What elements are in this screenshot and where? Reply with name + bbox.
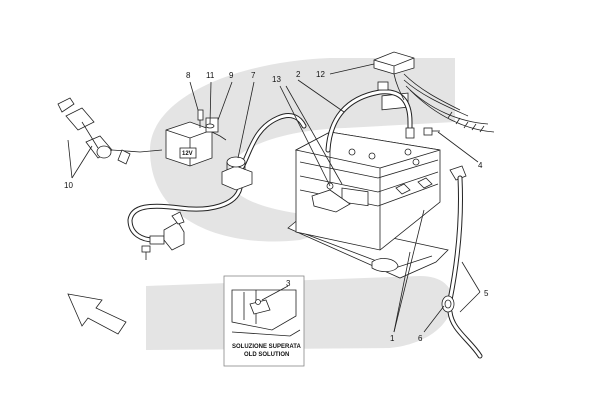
positive-cable <box>325 81 415 153</box>
cutoff-switch-7 <box>221 156 253 191</box>
grommet-6 <box>441 295 455 313</box>
callout-labels: 8 11 9 7 13 2 12 4 5 6 1 3 10 <box>64 70 489 343</box>
callout-7: 7 <box>251 71 256 80</box>
old-solution-inset: SOLUZIONE SUPERATA OLD SOLUTION <box>223 275 305 367</box>
callout-12: 12 <box>316 70 325 79</box>
connector-10 <box>57 97 163 165</box>
washer-11 <box>205 123 215 129</box>
callout-10: 10 <box>64 181 73 190</box>
inset-caption-italian: SOLUZIONE SUPERATA <box>232 344 301 350</box>
callout-8: 8 <box>186 71 191 80</box>
harness-12 <box>373 51 495 133</box>
callout-6: 6 <box>418 334 423 343</box>
ground-strap <box>447 165 483 359</box>
callout-3: 3 <box>286 279 291 288</box>
bolt-4 <box>423 127 440 136</box>
bolt-lower-left <box>141 245 151 260</box>
cable-clip <box>163 211 185 251</box>
leader-lines <box>67 63 481 333</box>
callout-13: 13 <box>272 75 281 84</box>
inset-caption-english: OLD SOLUTION <box>244 352 289 358</box>
direction-arrow <box>67 293 127 335</box>
callout-2: 2 <box>296 70 301 79</box>
battery <box>294 92 441 251</box>
callout-4: 4 <box>478 161 483 170</box>
callout-1: 1 <box>390 334 395 343</box>
callout-11: 11 <box>206 71 215 80</box>
hold-down-bracket <box>311 150 351 213</box>
relay-voltage-label: 12V <box>182 151 193 157</box>
relay-box: 12V <box>165 117 227 167</box>
callout-5: 5 <box>484 289 489 298</box>
bolt-8 <box>197 109 204 128</box>
callout-9: 9 <box>229 71 234 80</box>
